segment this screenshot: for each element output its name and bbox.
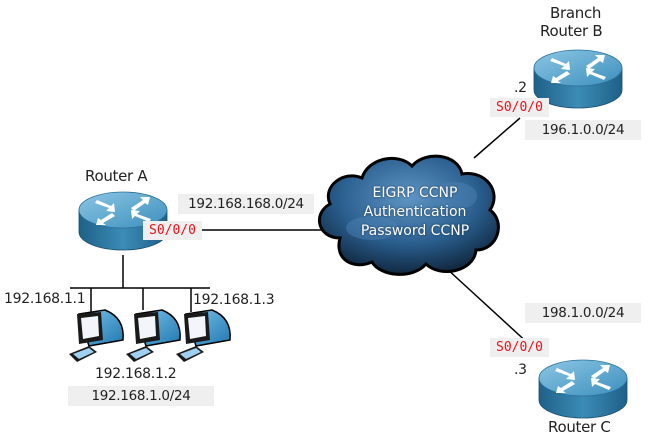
host-ip-1: 192.168.1.1 (4, 291, 86, 307)
pc-icon[interactable] (125, 309, 181, 363)
router-c-network: 198.1.0.0/24 (525, 303, 641, 323)
router-c-interface: S0/0/0 (490, 338, 549, 357)
router-b-host-octet: .2 (514, 80, 527, 96)
router-a-wan-network: 192.168.168.0/24 (178, 194, 314, 214)
pc-icon[interactable] (175, 309, 231, 363)
router-c-icon[interactable] (538, 359, 628, 419)
pc-icon[interactable] (68, 309, 124, 363)
lan-network: 192.168.1.0/24 (68, 386, 214, 406)
router-a-interface: S0/0/0 (143, 221, 202, 240)
router-a-label: Router A (85, 167, 148, 185)
cloud-line-3: Password CCNP (360, 223, 470, 239)
router-c-host-octet: .3 (514, 362, 527, 378)
router-b-label-line2: Router B (540, 22, 603, 40)
cloud-icon (318, 154, 500, 276)
host-ip-2: 192.168.1.2 (95, 366, 177, 382)
router-b-interface: S0/0/0 (490, 98, 549, 117)
router-b-label-line1: Branch (550, 4, 602, 22)
cloud-line-2: Authentication (363, 204, 467, 220)
host-ip-3: 192.168.1.3 (193, 292, 275, 308)
cloud-label: EIGRP CCNP Authentication Password CCNP (340, 184, 490, 241)
router-c-label: Router C (548, 418, 611, 436)
cloud-line-1: EIGRP CCNP (372, 185, 458, 201)
link-cloud-b (473, 117, 521, 159)
router-b-network: 196.1.0.0/24 (525, 120, 641, 140)
